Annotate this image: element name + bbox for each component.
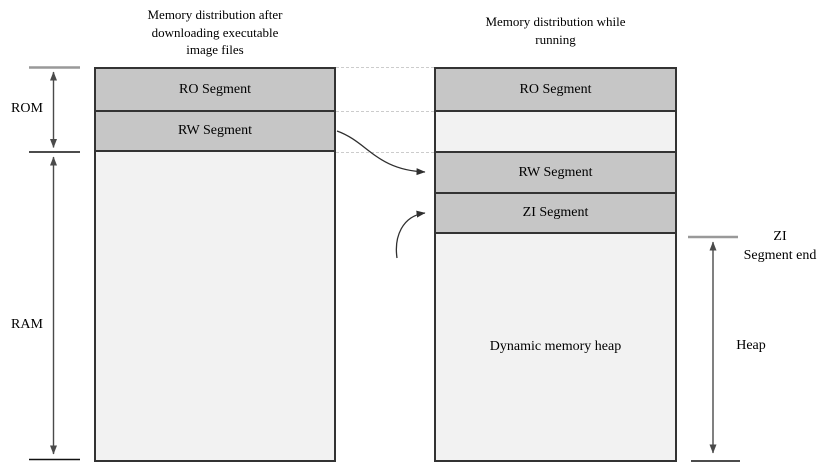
right-zi-segment: ZI Segment <box>436 194 675 234</box>
zi-segment-end-label: ZI Segment end <box>743 229 817 263</box>
right-rw-segment: RW Segment <box>436 153 675 194</box>
left-rw-segment: RW Segment <box>96 112 334 152</box>
right-heap-region: Dynamic memory heap <box>436 234 675 460</box>
rom-label: ROM <box>11 101 43 116</box>
dashed-connector-top <box>336 67 434 68</box>
dashed-connector-rw-bottom <box>336 152 434 153</box>
left-ram-free-region <box>96 152 334 460</box>
ram-label: RAM <box>11 317 43 332</box>
left-memory-column: RO Segment RW Segment <box>94 67 336 462</box>
dashed-connector-ro-bottom <box>336 111 434 112</box>
right-gap-region <box>436 112 675 153</box>
heap-label: Heap <box>736 338 766 353</box>
right-column-title: Memory distribution while running <box>485 14 626 47</box>
right-memory-column: RO Segment RW Segment ZI Segment Dynamic… <box>434 67 677 462</box>
left-ro-segment: RO Segment <box>96 69 334 112</box>
zi-pointer-arrow <box>395 210 426 259</box>
right-ro-segment: RO Segment <box>436 69 675 112</box>
left-column-title: Memory distribution after downloading ex… <box>147 7 283 58</box>
